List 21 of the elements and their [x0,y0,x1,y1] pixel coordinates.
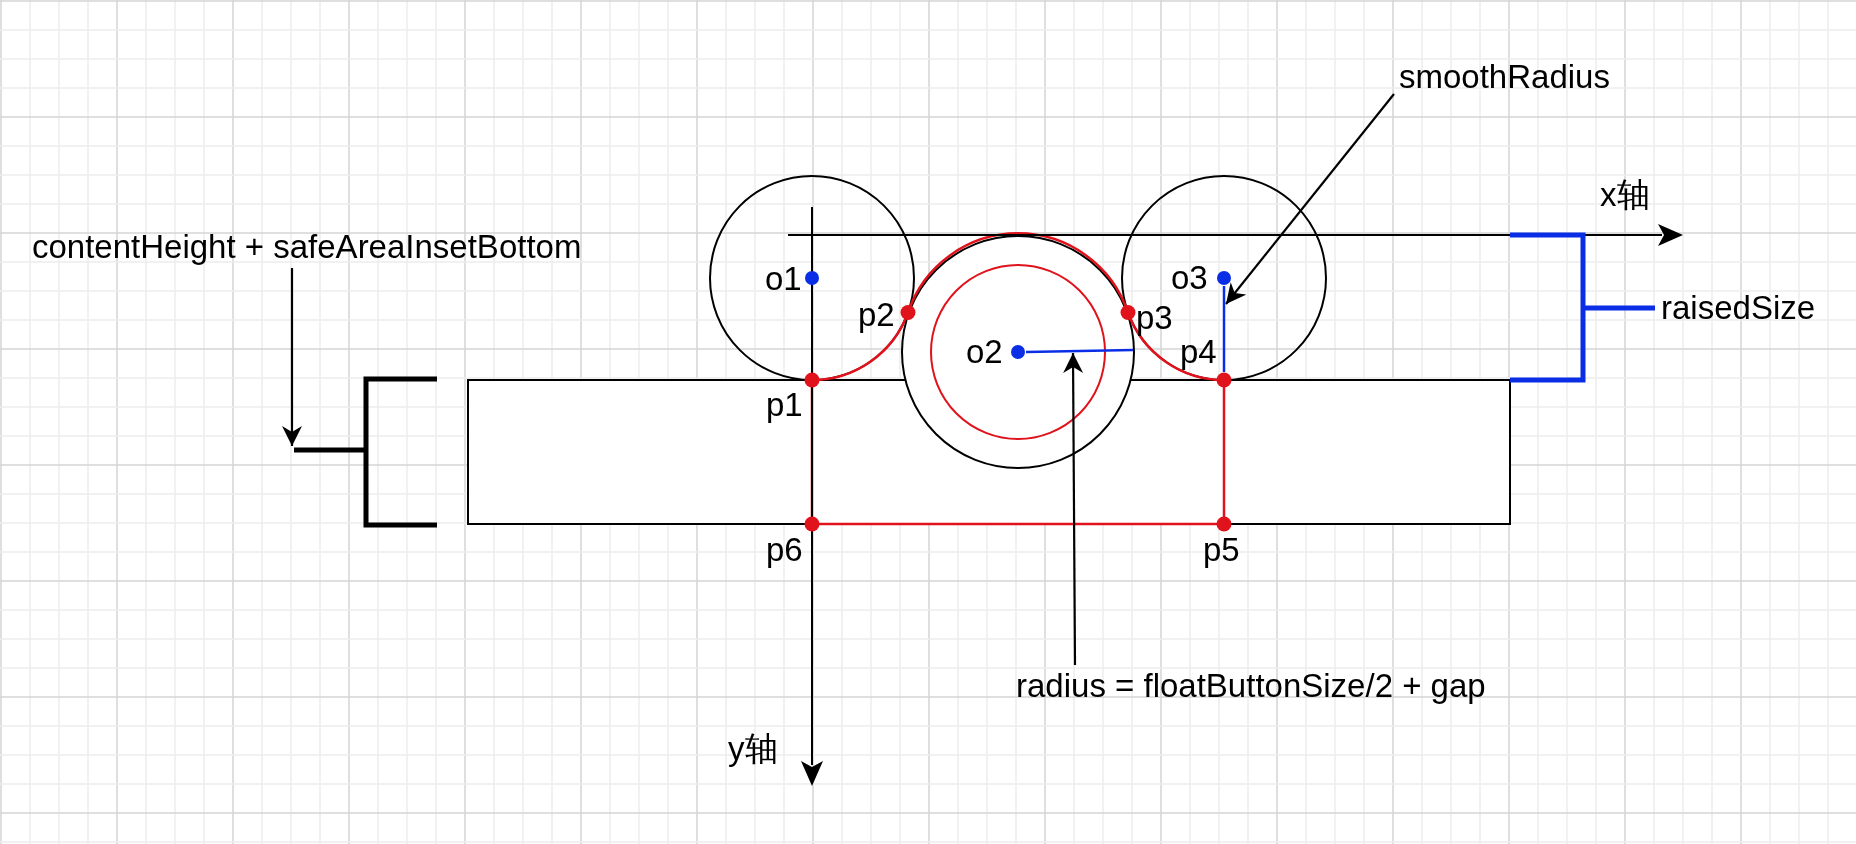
axis-label: y轴 [728,730,778,768]
leader-arrow [282,268,302,446]
point-label: p2 [858,296,895,334]
radius-line [1025,348,1134,354]
point-label: p5 [1203,531,1240,569]
axis-label: x轴 [1600,176,1650,214]
leader-arrow [1225,93,1395,305]
point-label: p4 [1180,333,1217,371]
point-label: p3 [1136,299,1173,337]
point-label: o1 [765,260,802,298]
point-label: o2 [966,333,1003,371]
leader-arrow [1063,353,1084,665]
callout-text: contentHeight + safeAreaInsetBottom [32,228,582,266]
callout-text: radius = floatButtonSize/2 + gap [1016,667,1486,705]
radius-line [1222,286,1226,372]
point-label: o3 [1171,259,1208,297]
point-label: p6 [766,531,803,569]
callout-text: smoothRadius [1399,58,1610,96]
point-label: p1 [766,386,803,424]
dimension-label: raisedSize [1661,289,1816,327]
dimension-bracket [291,376,440,528]
